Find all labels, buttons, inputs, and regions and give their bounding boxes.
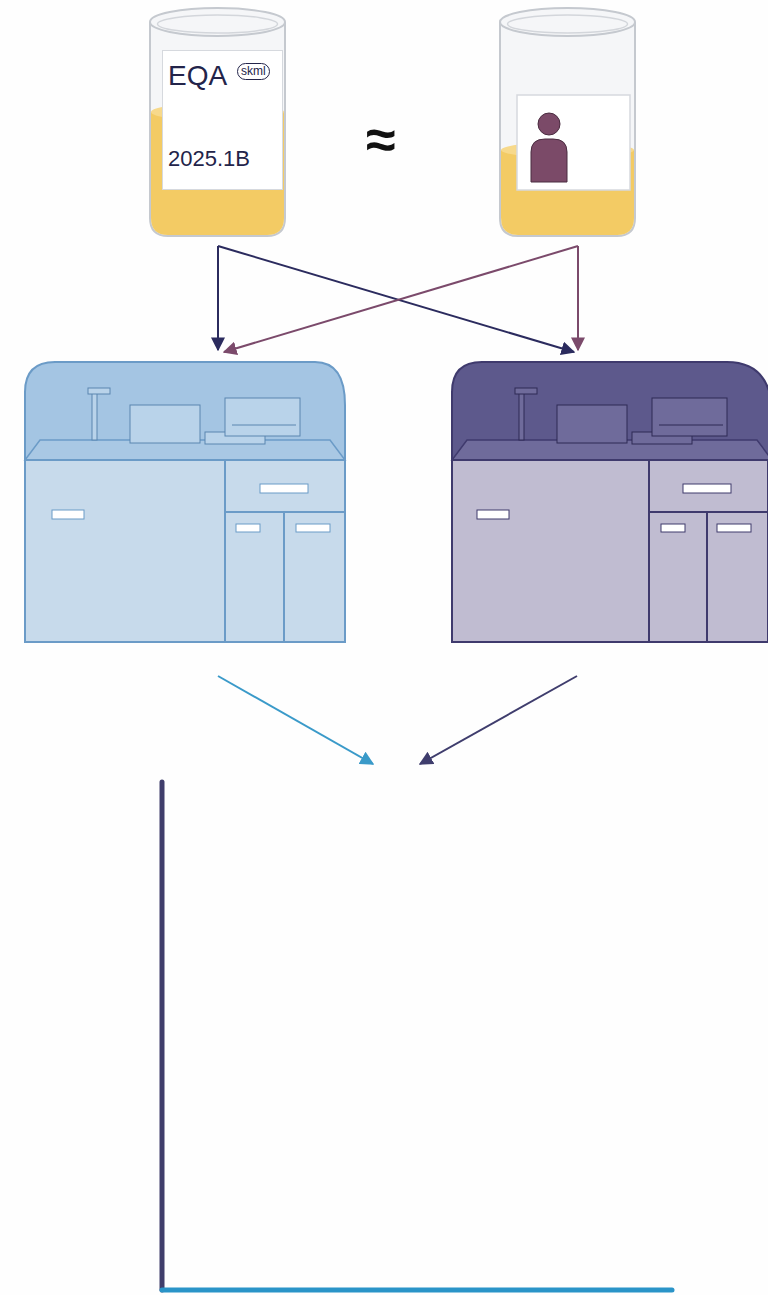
y-axis (160, 782, 165, 1290)
sample-jar (150, 8, 285, 236)
sample-flow (218, 246, 578, 352)
logo-text: skml (237, 63, 270, 80)
result-arrow (218, 676, 373, 764)
patient-jar (500, 8, 635, 236)
approx-sign: ≈ (366, 112, 396, 166)
result-arrow (420, 676, 577, 764)
x-axis (162, 1288, 672, 1293)
label-code: 2025.1B (168, 147, 250, 171)
label-heading: EQA (168, 61, 227, 92)
analyzer (452, 362, 768, 642)
analyzer (25, 362, 345, 642)
jar-label: EQA skml 2025.1B (162, 50, 283, 190)
